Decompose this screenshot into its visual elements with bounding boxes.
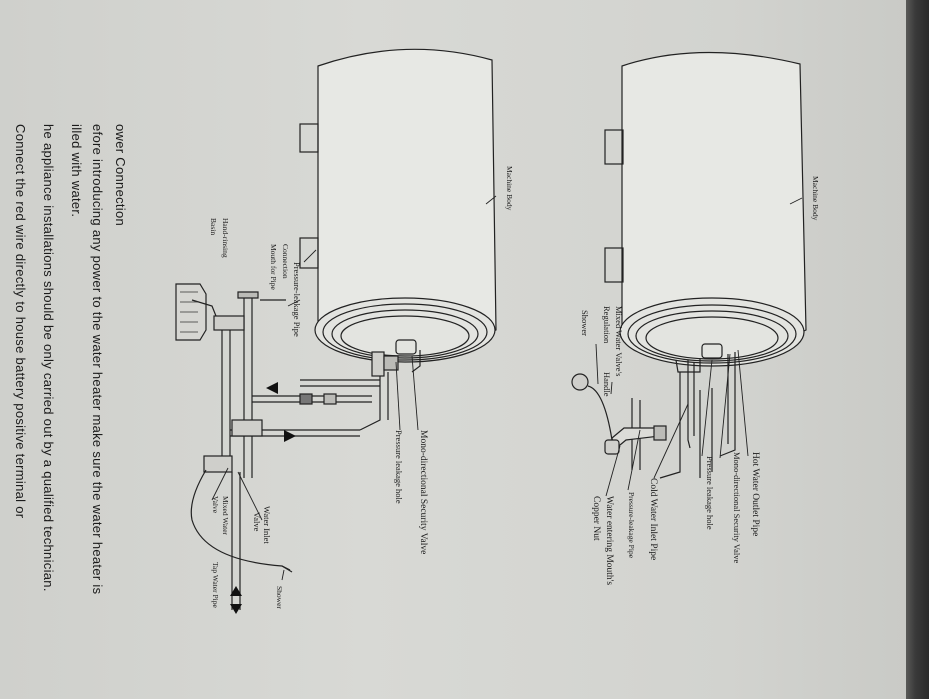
manual-line-4: Connect the red wire directly to house b… [13,124,28,519]
right-mixed-valve-label: Mixed Water Valve's [614,306,624,377]
right-shower-label: Shower [580,310,590,336]
left-hand-rinsing-label: Hand-rinsing [221,218,230,258]
right-copper-nut-label: Copper Nut [591,496,601,541]
right-water-mouth-label: Water entering Mouth's [604,496,614,586]
flow-arrows [230,382,296,614]
right-pressure-hole-label: Pressure leakage hole [705,456,715,530]
manual-line-2: illed with water. [69,124,84,218]
left-pressure-pipe-label: Pressure-leakage Pipe [292,262,302,337]
right-handle-label: Handle [602,372,612,397]
left-mixed-water-label: Mixed Water [221,496,230,536]
left-inlet-valve-label: Valve [252,512,262,532]
page-edge-shadow [906,0,929,699]
label-leaders [211,195,803,581]
left-basin-label: Basin [209,218,218,236]
section-heading: ower Connection [113,124,128,227]
right-heater-piping [571,352,736,479]
left-water-inlet-label: Water Inlet [262,506,272,544]
left-connection-label: Connection [281,244,290,279]
left-heater-tank [299,48,497,363]
left-pressure-hole-label: Pressure leakage hole [394,430,404,504]
manual-line-1: efore introducing any power to the water… [90,124,105,595]
left-mixed-valve-label: Valve [211,496,220,514]
left-tap-pipe-label: Tap Water Pipe [211,562,220,608]
right-cold-inlet-label: Cold Water Inlet Pipe [648,478,658,561]
right-heater-tank [604,51,807,367]
right-pressure-pipe-label: Pressure-leakage Pipe [627,492,636,559]
left-security-valve-label: Mono-directional Security Valve [418,430,428,555]
right-machine-body-label: Machine Body [811,176,820,221]
left-mouth-label: Mouth for Pipe [269,244,278,290]
right-hot-water-outlet-label: Hot Water Outlet Pipe [750,452,760,537]
right-security-valve-label: Mono-directional Security Valve [732,452,742,564]
right-regulation-label: Regulation [602,306,612,344]
left-shower-label: Shower [275,586,284,609]
manual-line-3: he appliance installations should be onl… [41,124,56,592]
basin-hatching [180,291,198,333]
left-machine-body-label: Machine Body [505,166,514,211]
